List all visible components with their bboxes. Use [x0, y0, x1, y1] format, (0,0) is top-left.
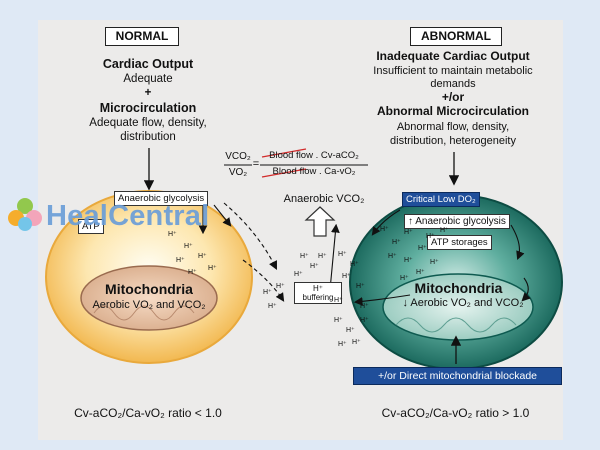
- critical-low-do2-label: Critical Low DO₂: [402, 192, 480, 207]
- hplus-ion: H⁺: [426, 233, 435, 240]
- abnormal-mito-sub: ↓ Aerobic VO₂ and VCO₂: [402, 297, 524, 309]
- equation-vco2: VCO₂: [225, 151, 251, 162]
- normal-mito-sub: Aerobic VO₂ and VCO₂: [92, 299, 206, 311]
- equation-vo2: VO₂: [228, 167, 248, 178]
- abnormal-cardiac-sub2: demands: [430, 78, 476, 90]
- normal-micro-title: Microcirculation: [99, 101, 197, 115]
- abnormal-mito-title: Mitochondria: [414, 280, 503, 296]
- abnormal-label: ABNORMAL: [410, 27, 502, 46]
- normal-plus: +: [144, 87, 152, 99]
- hplus-ion: H⁺: [318, 253, 327, 260]
- hplus-ion: H⁺: [360, 317, 369, 324]
- hplus-ion: H⁺: [416, 269, 425, 276]
- h-buffering-box: H⁺ buffering: [294, 282, 342, 305]
- diagram-svg: [45, 148, 563, 370]
- hplus-ion: H⁺: [404, 257, 413, 264]
- hplus-ion: H⁺: [268, 303, 277, 310]
- direct-mito-blockade: +/or Direct mitochondrial blockade: [353, 367, 562, 386]
- hplus-ion: H⁺: [208, 265, 217, 272]
- equation-rhs-den: Blood flow . Ca-vO₂: [272, 166, 356, 177]
- normal-micro-sub2: distribution: [120, 131, 176, 143]
- hollow-up-arrow: [304, 206, 336, 237]
- hplus-ion: H⁺: [198, 253, 207, 260]
- abnormal-cardiac-title: Inadequate Cardiac Output: [376, 49, 530, 63]
- hplus-ion: H⁺: [168, 231, 177, 238]
- abnormal-anaerobic-label: ↑ Anaerobic glycolysis: [404, 214, 510, 229]
- hplus-ion: H⁺: [334, 317, 343, 324]
- abnormal-micro-title: Abnormal Microcirculation: [376, 104, 530, 118]
- hplus-ion: H⁺: [334, 297, 343, 304]
- hplus-ion: H⁺: [392, 239, 401, 246]
- abnormal-micro-sub1: Abnormal flow, density,: [396, 121, 510, 133]
- buffer-label: buffering: [302, 293, 334, 303]
- hplus-ion: H⁺: [360, 303, 369, 310]
- hplus-ion: H⁺: [418, 245, 427, 252]
- normal-atp-label: ATP: [78, 219, 104, 234]
- healcentral-watermark: HealCentral: [8, 198, 210, 233]
- diagram-canvas: NORMAL Cardiac Output Adequate + Microci…: [38, 20, 563, 440]
- normal-anaerobic-label: Anaerobic glycolysis: [114, 191, 209, 206]
- normal-cardiac-title: Cardiac Output: [102, 57, 194, 71]
- hplus-ion: H⁺: [400, 275, 409, 282]
- hplus-ion: H⁺: [342, 273, 351, 280]
- hplus-ion: H⁺: [184, 243, 193, 250]
- hplus-ion: H⁺: [350, 261, 359, 268]
- hplus-ion: H⁺: [430, 259, 439, 266]
- hplus-ion: H⁺: [404, 229, 413, 236]
- flower-logo-icon: [8, 198, 42, 231]
- hplus-ion: H⁺: [440, 227, 449, 234]
- normal-micro-sub1: Adequate flow, density,: [89, 117, 207, 129]
- abnormal-plus-or: +/or: [441, 90, 465, 104]
- abnormal-atp-label: ATP storages: [427, 235, 492, 250]
- hplus-ion: H⁺: [176, 257, 185, 264]
- buffer-hplus: H⁺: [313, 284, 323, 293]
- hplus-ion: H⁺: [352, 339, 361, 346]
- hplus-ion: H⁺: [338, 341, 347, 348]
- abnormal-cardiac-sub1: Insufficient to maintain metabolic: [373, 65, 533, 77]
- hplus-ion: H⁺: [356, 283, 365, 290]
- equation-equals: =: [252, 158, 260, 170]
- hplus-ion: H⁺: [346, 327, 355, 334]
- anaerobic-vco2-label: Anaerobic VCO₂: [283, 193, 365, 205]
- hplus-ion: H⁺: [380, 226, 389, 233]
- normal-mito-title: Mitochondria: [105, 281, 193, 297]
- hplus-ion: H⁺: [263, 289, 272, 296]
- hplus-ion: H⁺: [388, 253, 397, 260]
- watermark-heal: Heal: [46, 200, 109, 232]
- hplus-ion: H⁺: [294, 271, 303, 278]
- abnormal-ratio: Cv-aCO₂/Ca-vO₂ ratio > 1.0: [381, 406, 530, 420]
- abnormal-micro-sub2: distribution, heterogeneity: [390, 135, 516, 147]
- hplus-ion: H⁺: [310, 263, 319, 270]
- watermark-central: Central: [108, 200, 210, 232]
- equation-rhs-num: Blood flow . Cv-aCO₂: [269, 150, 359, 161]
- normal-cardiac-sub: Adequate: [123, 73, 173, 85]
- hplus-ion: H⁺: [338, 251, 347, 258]
- hplus-ion: H⁺: [188, 269, 197, 276]
- hplus-ion: H⁺: [276, 283, 285, 290]
- hplus-ion: H⁺: [300, 253, 309, 260]
- normal-label: NORMAL: [105, 27, 179, 46]
- normal-ratio: Cv-aCO₂/Ca-vO₂ ratio < 1.0: [74, 406, 222, 420]
